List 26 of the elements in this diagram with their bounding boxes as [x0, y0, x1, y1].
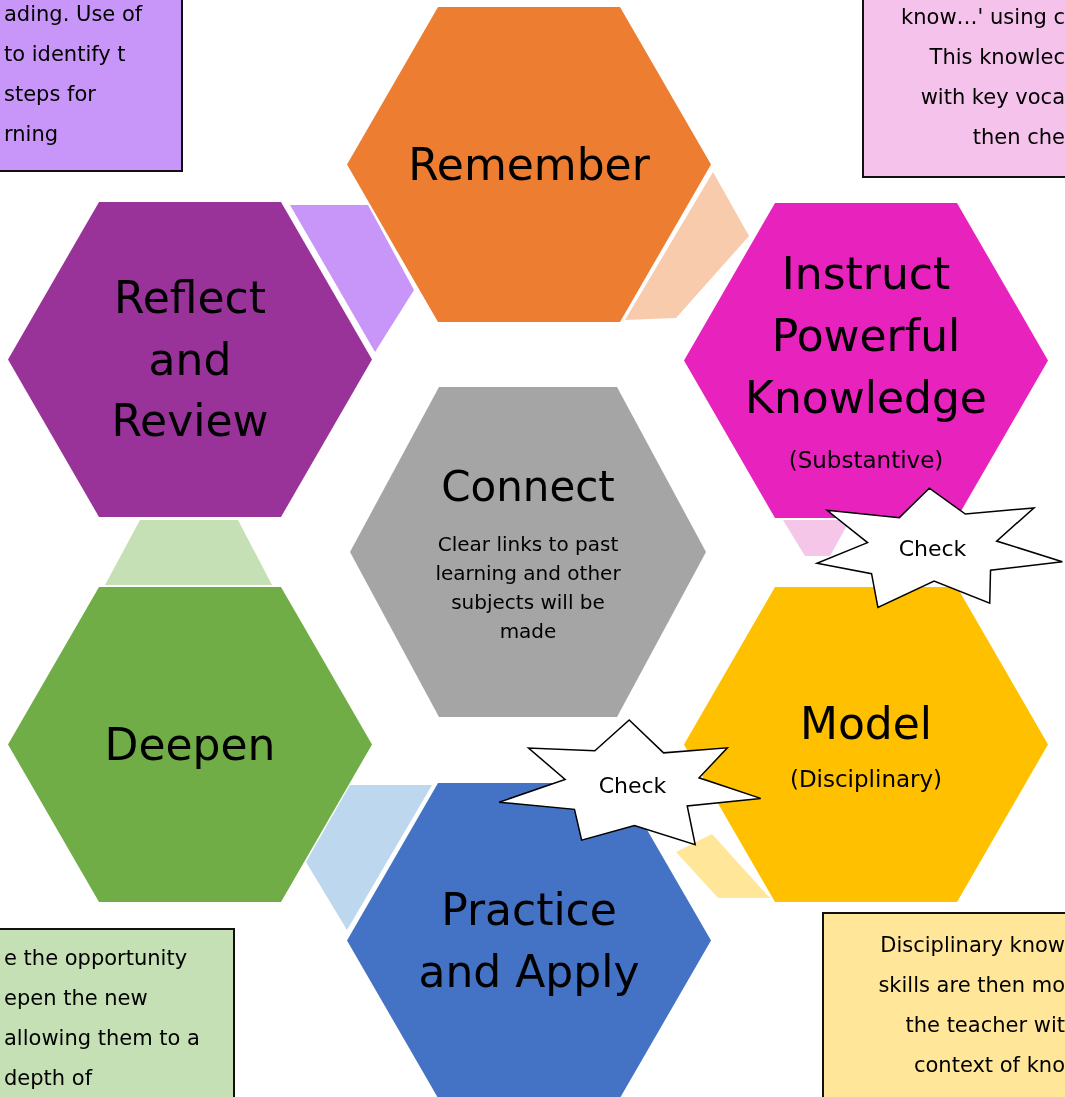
burst-label: Check	[897, 534, 968, 563]
burst-label: Check	[597, 771, 668, 800]
hexagon-subtitle: Clear links to past learning and other subjects will be made	[434, 531, 622, 646]
hexagon-subtitle: (Substantive)	[787, 446, 945, 476]
hexagon-title: Model	[798, 697, 934, 752]
note-text: ading. Use of to identify t steps for rning	[4, 1, 144, 148]
hexagon	[8, 202, 372, 517]
hexagon	[8, 587, 372, 902]
hexagon	[684, 203, 1048, 518]
hexagon	[347, 7, 711, 322]
note-text: know…' using c This knowlec with key voca then che	[900, 4, 1065, 151]
connector-band	[105, 520, 272, 585]
note-text: Disciplinary know skills are then mo the teacher wit context of kno	[877, 932, 1065, 1079]
hexagon-title: Practice and Apply	[417, 882, 641, 999]
connector-band	[306, 785, 432, 930]
hexagon-subtitle: (Disciplinary)	[788, 764, 944, 794]
hexagon-title: Reflect and Review	[110, 271, 270, 449]
hexagon-title: Remember	[407, 137, 651, 192]
hexagon-title: Connect	[440, 460, 616, 513]
connector-band	[676, 834, 770, 898]
hexagon	[350, 387, 706, 717]
hexagon-title: Instruct Powerful Knowledge	[744, 247, 988, 425]
note-text: e the opportunity epen the new allowing them to a depth of	[4, 945, 201, 1092]
hexagon	[684, 587, 1048, 902]
connector-band	[290, 205, 414, 352]
hexagon-title: Deepen	[103, 717, 277, 772]
